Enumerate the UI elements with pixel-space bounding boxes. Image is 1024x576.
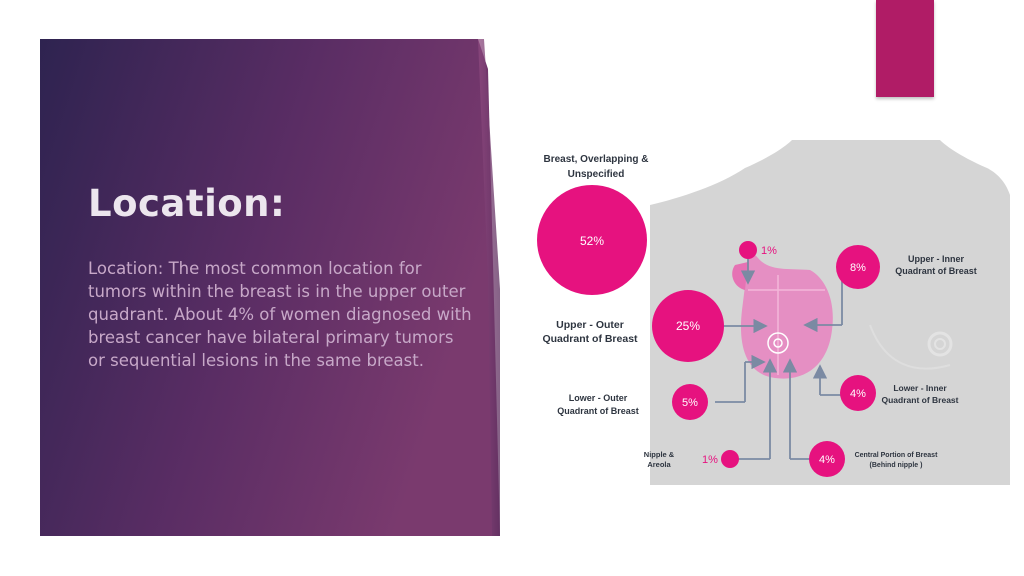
region-label-line: Quadrant of Breast [895,266,977,276]
region-lower-outer: 5% Lower - Outer Quadrant of Breast [557,384,708,420]
marker-8pct [836,245,880,289]
marker-4pct-lower-inner [840,375,876,411]
marker-25pct [652,290,724,362]
region-value: 52% [580,234,604,248]
region-upper-outer: 25% Upper - Outer Quadrant of Breast [542,290,724,362]
region-value: 5% [682,397,698,409]
region-value: 1% [761,245,777,257]
right-breast-nipple-icon [927,331,953,357]
region-label-line: Lower - Inner [893,383,947,393]
region-overlapping-unspecified: 52% Breast, Overlapping & Unspecified [537,154,649,295]
marker-5pct [672,384,708,420]
region-label-line: Breast, Overlapping & [543,154,648,165]
region-nipple-areola: 1% Nipple & Areola [644,450,739,469]
region-label-line: (Behind nipple ) [870,462,923,469]
region-lower-inner: 4% Lower - Inner Quadrant of Breast [840,375,959,411]
slide-title: Location: [88,182,286,225]
accent-tab [876,0,934,97]
region-label-line: Quadrant of Breast [542,333,638,345]
region-value: 4% [850,388,866,400]
region-value: 8% [850,262,866,274]
breast-location-infographic: 52% Breast, Overlapping & Unspecified 1%… [537,140,1010,485]
title-panel-background [40,39,500,536]
region-value: 25% [676,319,700,333]
region-label-line: Upper - Inner [908,254,965,264]
highlighted-breast [740,253,833,379]
region-label-line: Upper - Outer [556,319,624,331]
nipple-icon [767,332,789,354]
marker-1pct-nipple [721,450,739,468]
marker-4pct-central [809,441,845,477]
region-label-line: Central Portion of Breast [855,452,939,459]
region-label-line: Lower - Outer [569,393,628,403]
region-axillary: 1% [739,241,777,259]
region-label-line: Unspecified [568,169,625,180]
region-label-line: Quadrant of Breast [557,406,639,416]
slide-body-text: Location: The most common location for t… [88,259,472,370]
region-label-line: Areola [647,460,671,469]
marker-1pct-top [739,241,757,259]
region-value: 4% [819,454,835,466]
region-label-line: Nipple & [644,450,675,459]
region-central: 4% Central Portion of Breast (Behind nip… [809,441,938,477]
region-upper-inner: 8% Upper - Inner Quadrant of Breast [836,245,977,289]
region-value: 1% [702,454,718,466]
region-label-line: Quadrant of Breast [882,395,959,405]
marker-52pct [537,185,647,295]
